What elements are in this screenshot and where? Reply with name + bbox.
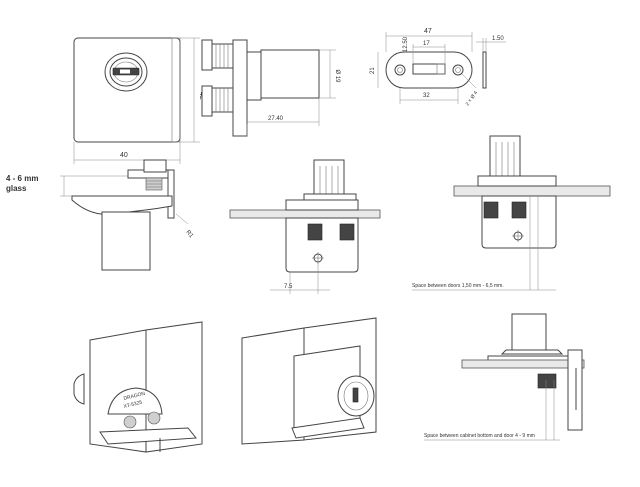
clamp-screw-left	[483, 201, 499, 219]
upper-clamp-body	[211, 43, 234, 69]
upper-clamp	[201, 39, 213, 71]
front-plate-edge	[171, 37, 181, 143]
strike-plate-view: 47 17 12.50 21 32 2 × Ø 4 1.50	[370, 28, 506, 107]
lower-clamp-body	[211, 87, 234, 113]
clamp-screw-right	[339, 223, 355, 241]
dim-slot-height-label: 12.50	[403, 36, 409, 52]
strike-slot	[412, 63, 446, 75]
side-plate	[232, 39, 248, 137]
housing-body	[481, 195, 557, 249]
lower-clamp	[201, 85, 213, 117]
dim-radius-label: R1	[184, 229, 194, 239]
clamp-screw-right	[511, 201, 527, 219]
iso-view-left: DRAGON XT-5325	[73, 321, 203, 453]
clamp-screw-left	[123, 415, 137, 429]
lock-cylinder-body	[260, 49, 320, 99]
side-view: Ø 19 27.40	[201, 39, 340, 137]
front-plate	[73, 37, 181, 143]
glass-panel	[229, 209, 381, 219]
back-plate	[567, 349, 583, 431]
glass-thickness-label: 4 - 6 mm	[6, 174, 38, 183]
glass-section-view: 4 - 6 mm glass R1	[6, 159, 194, 271]
glass-label: glass	[6, 184, 27, 193]
dim-diameter-label: Ø 19	[334, 69, 340, 83]
lock-cylinder-top	[489, 135, 521, 179]
strike-plate-thickness	[482, 51, 487, 89]
clamp-screw-right	[147, 411, 161, 425]
cylinder-end	[73, 373, 85, 405]
top-bar	[477, 175, 557, 187]
keyway-slot	[120, 69, 130, 74]
dim-hole-spacing-label: 32	[423, 93, 430, 99]
flange	[500, 349, 564, 355]
right-section-view: Space between doors 1,50 mm - 6,5 mm.	[412, 135, 611, 291]
bottom-plate	[291, 417, 365, 439]
lock-cylinder-top	[313, 159, 345, 197]
lock-housing	[107, 387, 163, 415]
dim-length-label: 47	[424, 28, 432, 35]
dim-offset-label: 7.5	[284, 284, 293, 290]
front-view: 42 40	[73, 37, 205, 164]
lock-cylinder-inner	[109, 57, 143, 87]
cylinder-below	[101, 211, 151, 271]
engraving-line2: XT-5325	[123, 399, 143, 409]
iso-view-center	[241, 317, 377, 445]
keyway	[352, 387, 359, 403]
clamp-screw	[537, 373, 557, 389]
clamp-screw-left	[307, 223, 323, 241]
bottom-plate	[99, 427, 197, 445]
dim-hole-label: 2 × Ø 4	[465, 90, 480, 107]
dim-slot-label: 17	[423, 41, 430, 47]
cylinder-neck	[246, 51, 262, 101]
cabinet-section-view: Space between cabinet bottom and door 4 …	[424, 313, 585, 441]
screw-hole-right	[452, 64, 464, 76]
dim-height-label: 21	[370, 67, 376, 74]
lock-cylinder-outer	[104, 52, 148, 92]
dim-width-label: 40	[120, 152, 128, 159]
top-screw-head	[143, 159, 167, 173]
dim-depth-label: 27.40	[268, 116, 284, 122]
center-section-view: 7.5	[229, 159, 381, 294]
screw-hole-left	[394, 64, 406, 76]
glass-door-panel	[453, 185, 611, 197]
cabinet-space-note: Space between cabinet bottom and door 4 …	[424, 433, 535, 439]
glass-door-panel	[461, 359, 585, 369]
door-space-note: Space between doors 1,50 mm - 6,5 mm.	[412, 283, 504, 289]
engraving-line1: DRAGON	[123, 391, 146, 402]
clamp-back-plate	[167, 169, 175, 219]
top-bar	[285, 199, 359, 211]
dim-thickness-label: 1.50	[492, 36, 504, 42]
lock-cylinder-top	[511, 313, 547, 351]
lower-jaw	[71, 195, 173, 215]
